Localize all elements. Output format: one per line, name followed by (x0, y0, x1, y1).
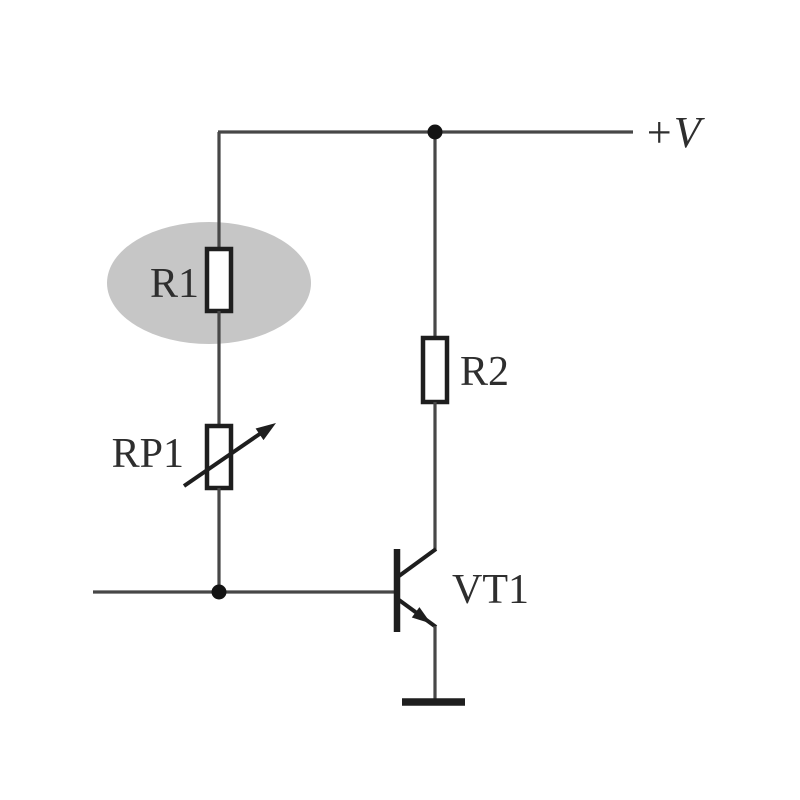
resistor-r1-body (204, 246, 234, 314)
transistor-collector-line (397, 547, 438, 578)
r2-label: R2 (460, 349, 509, 395)
rp1-label: RP1 (112, 431, 184, 477)
r1-label: R1 (150, 261, 199, 307)
resistor-r2-body (420, 335, 450, 405)
transistor-emitter-arrowhead-icon (411, 607, 431, 624)
vt1-label: VT1 (452, 567, 529, 613)
rp1-variable-arrowhead-icon (255, 423, 276, 441)
rp1-variable-arrow-line (182, 429, 266, 488)
base-junction-dot (211, 584, 227, 600)
supply-label: +V (644, 108, 706, 157)
supply-junction-dot (427, 124, 443, 140)
